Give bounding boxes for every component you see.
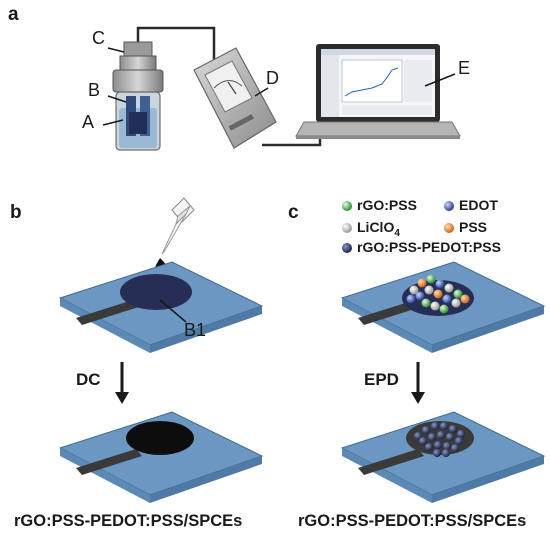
caption-epd: rGO:PSS-PEDOT:PSS/SPCEs: [298, 512, 527, 530]
potentiostat: [193, 47, 277, 149]
legend-label-edot: EDOT: [459, 197, 498, 213]
pipette: [161, 197, 195, 255]
legend-marker-edot: [444, 201, 454, 211]
step-label-dc: DC: [76, 370, 101, 389]
step-label-epd: EPD: [364, 370, 399, 389]
legend-label-composite: rGO:PSS-PEDOT:PSS: [357, 239, 501, 255]
label-c-cap: C: [92, 28, 105, 48]
wire-cell-to-potentiostat: [136, 26, 216, 62]
caption-drop-cast: rGO:PSS-PEDOT:PSS/SPCEs: [14, 512, 243, 530]
composite-film: [414, 422, 465, 457]
epd-particles: [406, 274, 470, 314]
legend-marker-liclo4: [342, 223, 352, 233]
spce-substrate-before: [58, 261, 264, 353]
spce-substrate-after: [58, 411, 264, 503]
legend-marker-rgo-pss: [342, 201, 352, 211]
label-b1-drop: B1: [184, 320, 207, 340]
electrochemical-setup: [102, 26, 461, 151]
legend-marker-pss: [444, 223, 454, 233]
panel-label-a: a: [8, 4, 19, 25]
drop-cast-panel: [58, 197, 264, 503]
legend-marker-composite: [342, 243, 352, 253]
laptop: [295, 44, 461, 139]
panel-label-c: c: [288, 202, 299, 223]
legend-label-rgo-pss: rGO:PSS: [357, 197, 417, 213]
electrochemical-cell: [112, 41, 164, 151]
label-a-cell: A: [82, 112, 95, 132]
legend-label-pss: PSS: [459, 219, 488, 235]
label-b-electrodes: B: [88, 80, 101, 100]
legend-label-liclo4: LiClO4: [357, 219, 400, 239]
panel-label-b: b: [10, 202, 22, 223]
label-e-laptop: E: [458, 58, 471, 78]
label-d-potentiostat: D: [266, 68, 279, 88]
epd-panel: [340, 201, 546, 503]
